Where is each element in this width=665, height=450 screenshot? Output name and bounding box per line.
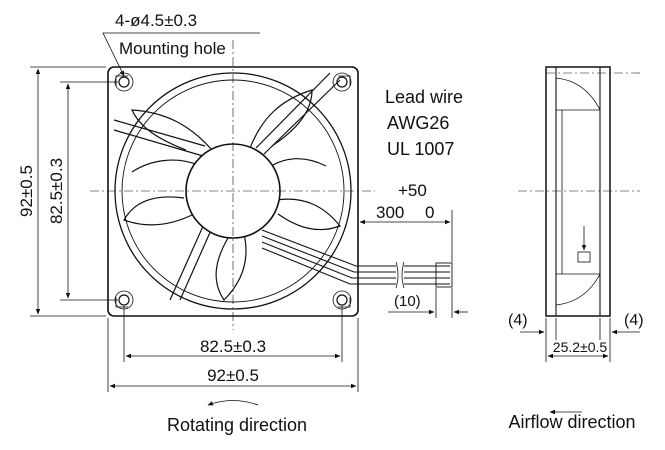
- front-view: [90, 40, 453, 330]
- mounting-hole-bottom-right: [336, 294, 348, 306]
- mounting-hole-top-left: [118, 76, 130, 88]
- width-outer-label: 92±0.5: [207, 366, 259, 385]
- flange-right-label: (4): [624, 312, 644, 329]
- wire-strip-ends: [435, 262, 453, 288]
- width-pitch-label: 82.5±0.3: [200, 337, 266, 356]
- wire-standard-label: UL 1007: [387, 139, 454, 159]
- side-view-outline: [545, 66, 611, 317]
- height-pitch-label: 82.5±0.3: [47, 158, 66, 224]
- mounting-hole-bottom-left: [118, 294, 130, 306]
- rotating-direction-label: Rotating direction: [167, 415, 307, 435]
- height-outer-label: 92±0.5: [17, 165, 36, 217]
- front-dimension-lines: [30, 32, 468, 406]
- side-venturi-profile: [555, 77, 601, 111]
- strip-length-label: (10): [394, 293, 421, 310]
- support-struts: [113, 72, 341, 301]
- mounting-hole-label: Mounting hole: [119, 39, 226, 58]
- lead-wire-label: Lead wire: [385, 87, 463, 107]
- mounting-hole-top-right: [336, 76, 348, 88]
- wire-tolerance-plus: +50: [398, 181, 427, 200]
- side-view: [518, 66, 640, 317]
- wire-tolerance-minus: 0: [425, 203, 434, 222]
- rotation-arrow: [207, 400, 259, 406]
- side-dimension-lines: [520, 318, 640, 415]
- lead-wire-bundle: [261, 229, 453, 289]
- flange-left-label: (4): [508, 312, 528, 329]
- mounting-hole-spec: 4-ø4.5±0.3: [115, 11, 197, 30]
- wire-gauge-label: AWG26: [387, 113, 449, 133]
- wire-length-nominal: 300: [376, 203, 404, 222]
- airflow-direction-label: Airflow direction: [508, 412, 635, 432]
- depth-label: 25.2±0.5: [553, 339, 608, 355]
- mounting-hole-leader: [102, 32, 260, 77]
